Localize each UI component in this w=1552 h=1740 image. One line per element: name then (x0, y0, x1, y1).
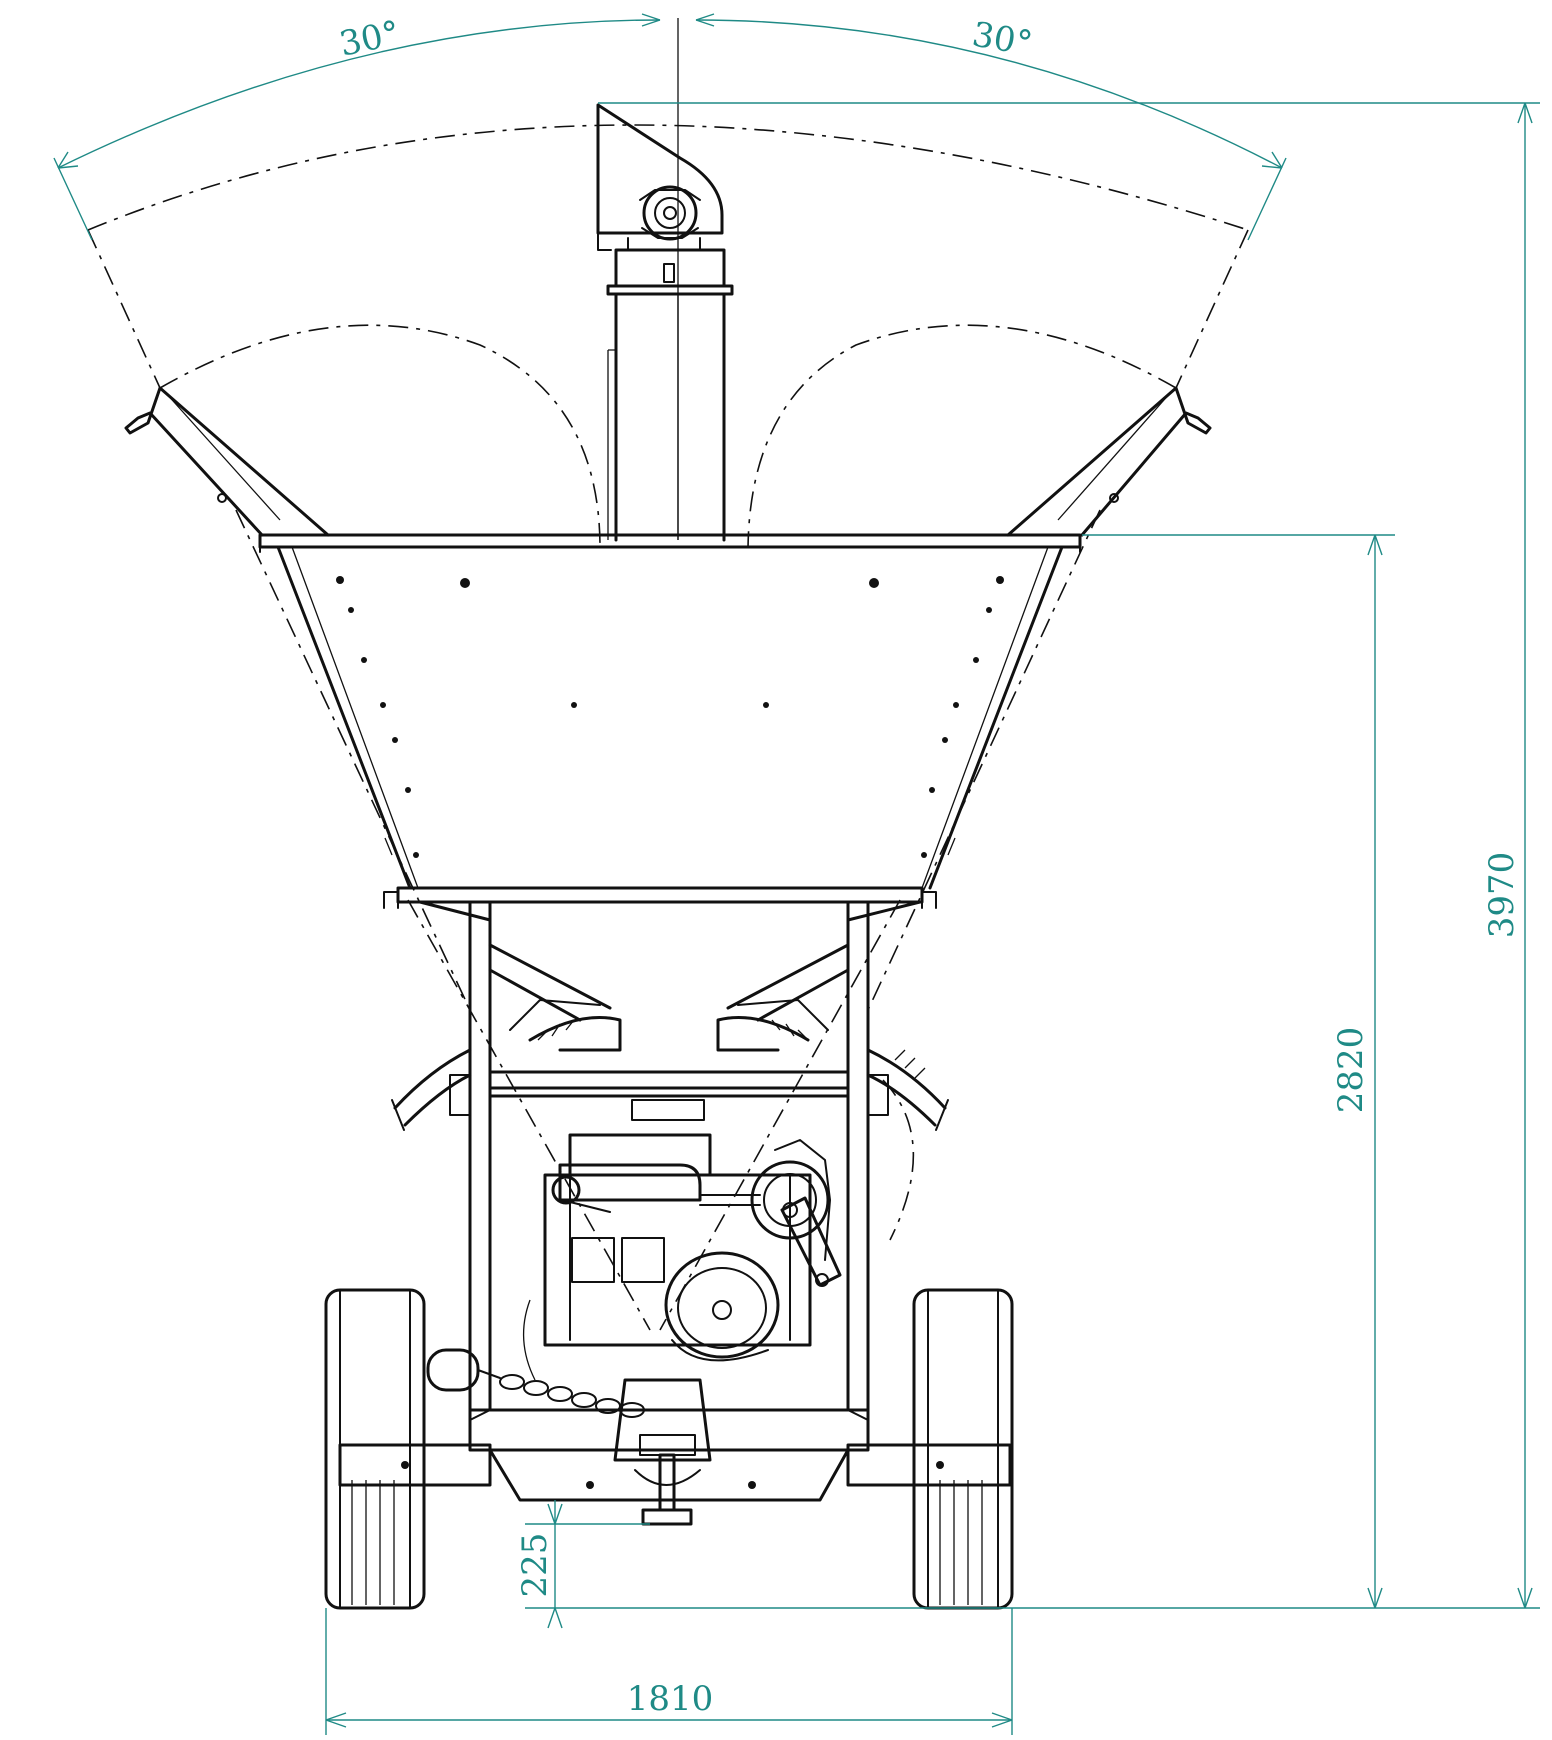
drive-mechanism (543, 1133, 842, 1347)
hopper-body (258, 533, 1082, 909)
safety-chain (426, 1348, 645, 1418)
track-width-label: 1810 (627, 1679, 714, 1719)
ground-clearance-label: 225 (515, 1533, 555, 1598)
frame (418, 900, 922, 1412)
discharge-chute (596, 103, 734, 542)
angle-left-label: 30° (336, 13, 403, 65)
hopper-height-label: 2820 (1331, 1027, 1371, 1114)
spread-pattern (87, 124, 1249, 1331)
dimension-lines (53, 13, 1540, 1735)
axle-and-drawbar (338, 1378, 1012, 1526)
wheel-right (912, 1288, 1014, 1610)
hopper-wings (124, 386, 1212, 537)
spinner-assembly (391, 999, 949, 1131)
angle-right-label: 30° (969, 14, 1035, 64)
total-height-label: 3970 (1482, 852, 1522, 939)
spinner-disc (522, 1251, 780, 1381)
